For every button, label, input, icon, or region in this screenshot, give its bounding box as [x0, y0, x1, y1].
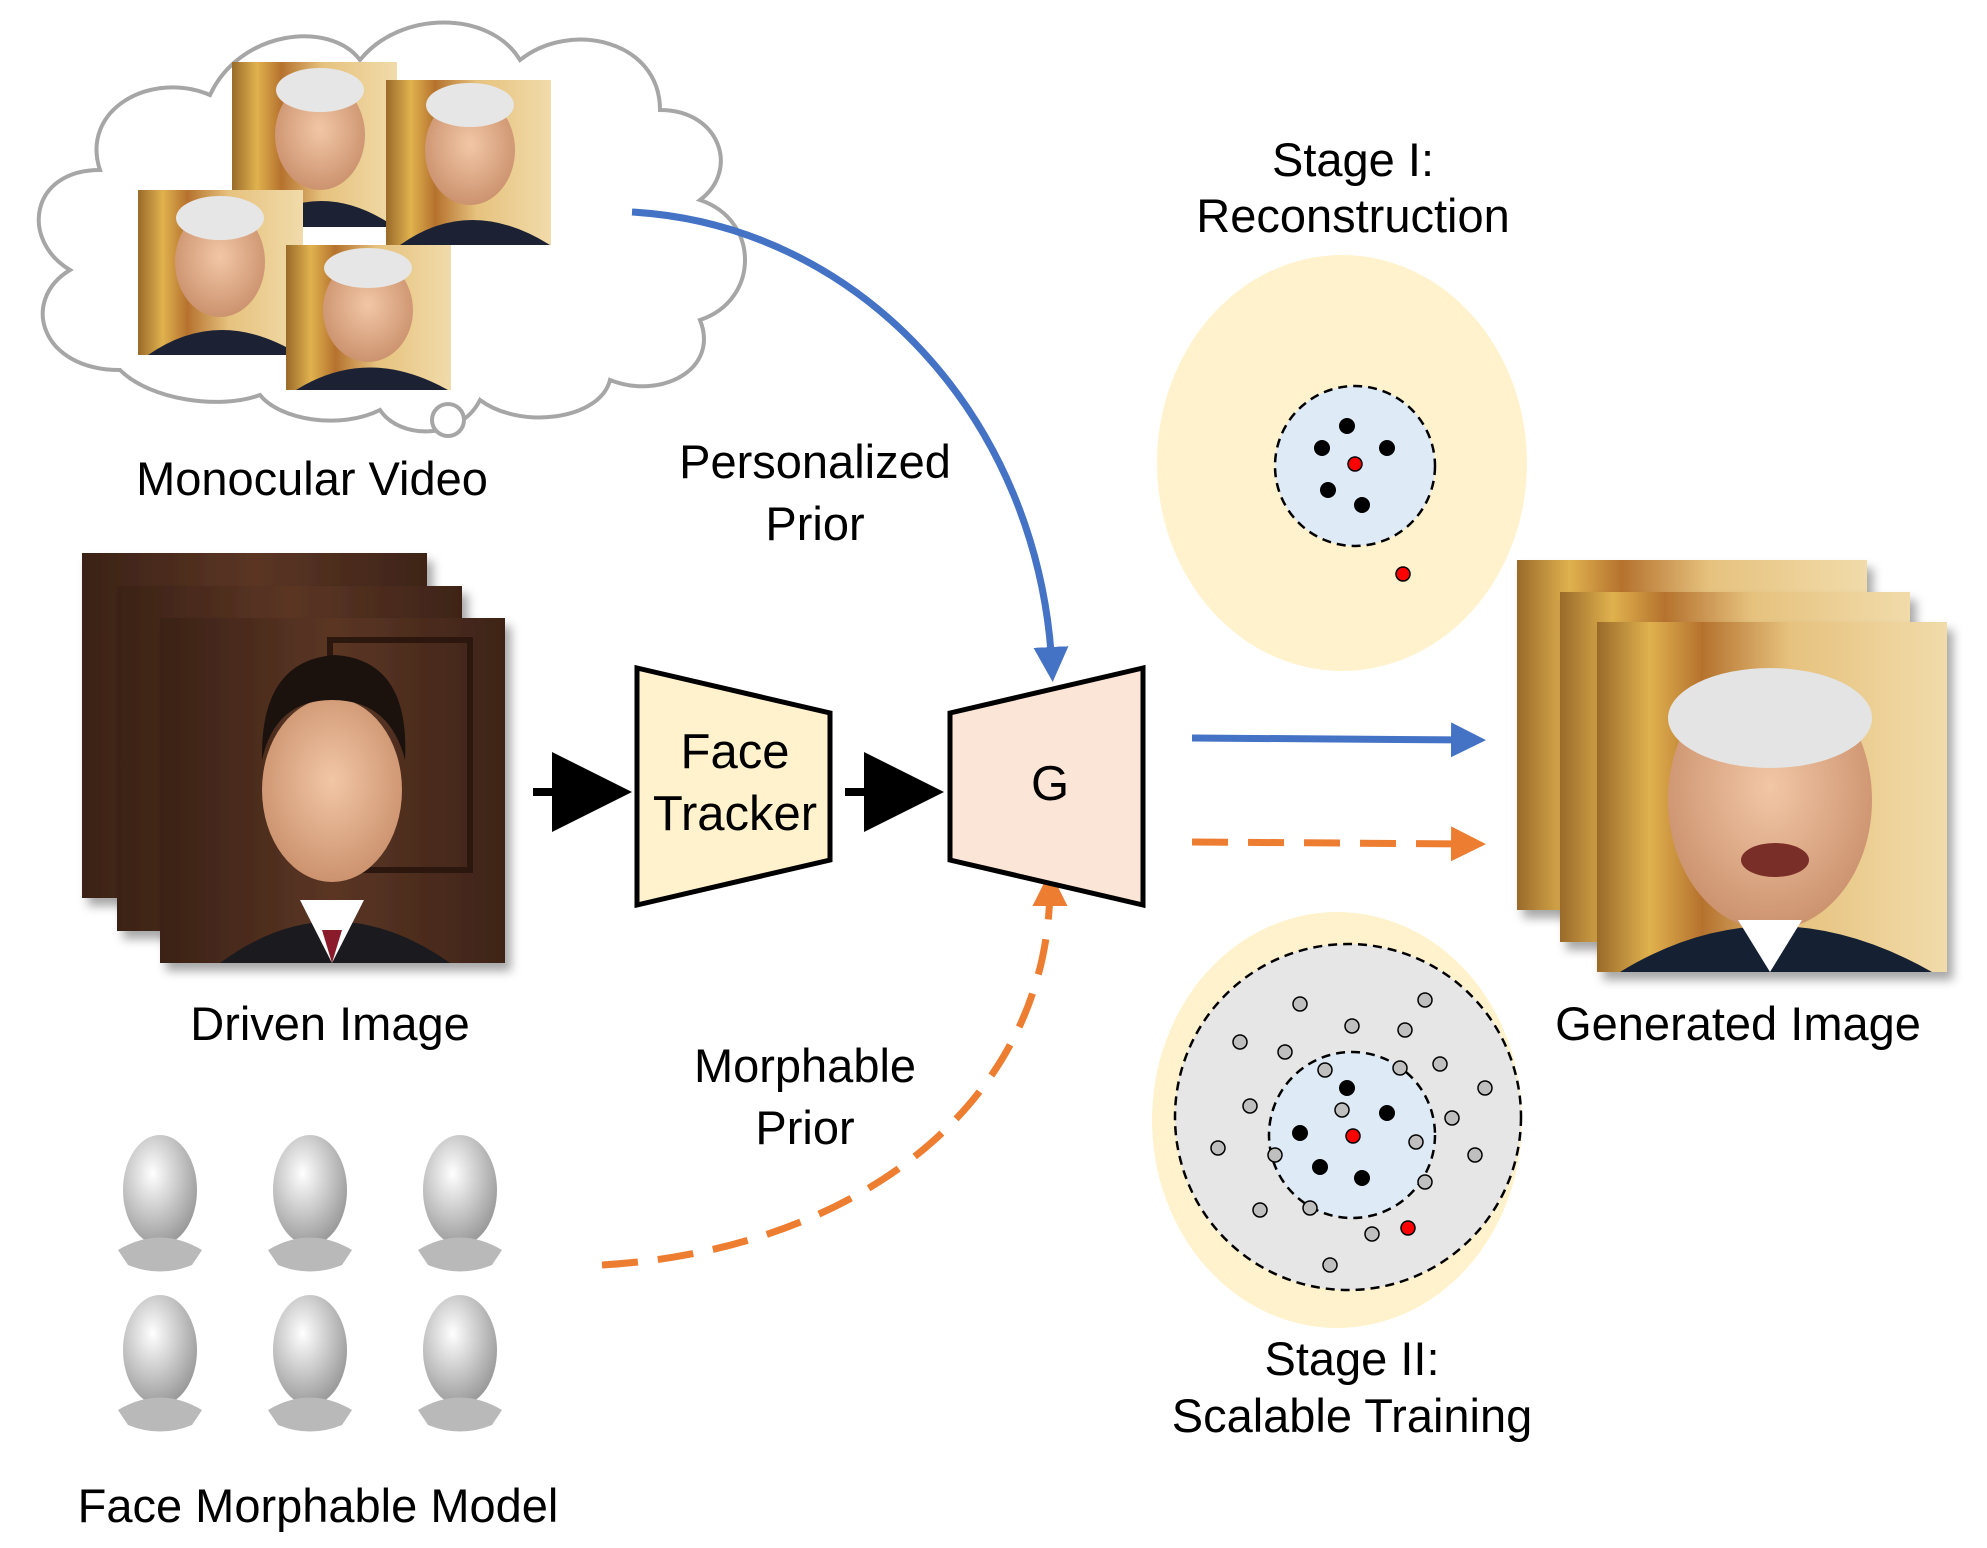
- personalized-prior-label-line1: Personalized: [679, 435, 951, 488]
- stage1-outlier-dot: [1395, 566, 1411, 582]
- stage2-outlier-dot: [1400, 1220, 1416, 1236]
- personalized-prior-arrow: [631, 208, 1069, 682]
- morphable-prior-arrow: [601, 871, 1068, 1269]
- stage2-gray-samples: [1210, 992, 1493, 1273]
- driven-image-stack: [82, 553, 505, 963]
- stage1-distribution: [1157, 255, 1527, 671]
- mesh-head-1: [118, 1135, 202, 1272]
- mesh-head-5: [268, 1295, 352, 1432]
- morphable-prior-label-line1: Morphable: [694, 1039, 916, 1092]
- face-tracker-label-line2: Tracker: [653, 787, 817, 841]
- stage2-label-line2: Scalable Training: [1172, 1389, 1533, 1442]
- stage2-black-samples: [1292, 1080, 1395, 1186]
- morphable-prior-label-line2: Prior: [755, 1101, 854, 1154]
- monocular-video-label: Monocular Video: [136, 452, 488, 505]
- generated-image-frame: [1597, 622, 1947, 972]
- personalized-prior-label-line2: Prior: [765, 497, 864, 550]
- generator-label: G: [1031, 757, 1069, 811]
- mesh-head-2: [268, 1135, 352, 1272]
- stage1-target-dot: [1347, 456, 1363, 472]
- mesh-head-4: [118, 1295, 202, 1432]
- mesh-head-3: [418, 1135, 502, 1272]
- face-morphable-model-label: Face Morphable Model: [78, 1479, 559, 1532]
- stage2-distribution: [1152, 912, 1523, 1328]
- video-frame-3: [138, 190, 303, 355]
- stage2-label-line1: Stage II:: [1264, 1332, 1439, 1385]
- video-frame-2: [386, 80, 551, 245]
- generator-box: [947, 664, 1146, 909]
- generated-image-label: Generated Image: [1555, 997, 1921, 1050]
- stage1-samples: [1314, 418, 1395, 513]
- video-frame-4: [286, 245, 451, 390]
- mesh-head-6: [418, 1295, 502, 1432]
- stage1-label-line2: Reconstruction: [1196, 189, 1510, 242]
- generated-image-stack: [1517, 560, 1947, 972]
- face-tracker-label-line1: Face: [681, 725, 790, 779]
- driven-image-frame: [160, 618, 505, 963]
- face-morphable-model-meshes: [118, 1135, 502, 1432]
- stage1-output-arrow: [1191, 722, 1486, 758]
- stage1-label-line1: Stage I:: [1272, 133, 1434, 186]
- stage2-output-arrow: [1191, 826, 1486, 862]
- driven-image-label: Driven Image: [190, 997, 470, 1050]
- face-tracker-box: [634, 664, 833, 909]
- stage2-target-dot: [1345, 1128, 1361, 1144]
